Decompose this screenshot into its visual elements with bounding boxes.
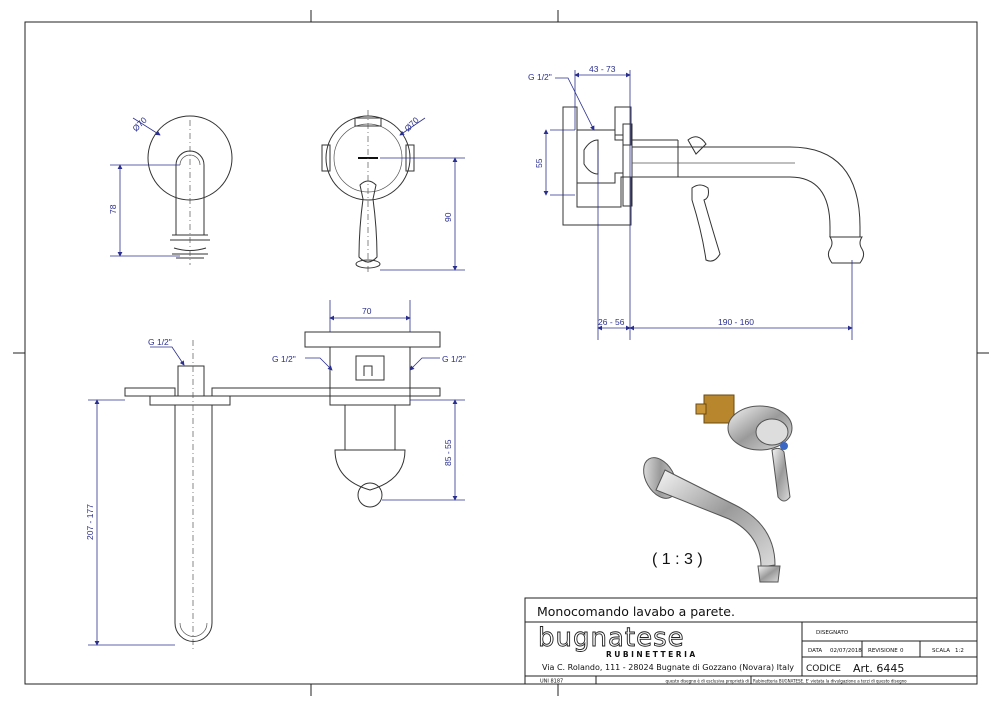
drawn-label: DISEGNATO: [816, 630, 849, 636]
front-view-spout: 78 Ø70: [108, 115, 233, 265]
title-block: Monocomando lavabo a parete. bugnatese R…: [524, 597, 978, 685]
drawing-frame: [13, 10, 989, 696]
side-view: 43 - 73 55 26 - 56 190 - 160 G 1/2": [528, 64, 865, 340]
dim-side-offset: 26 - 56: [598, 317, 625, 327]
revision-label: REVISIONE: [868, 648, 898, 654]
dim-top-depth: 85 - 55: [443, 439, 453, 466]
brand-logo: bugnatese: [538, 623, 685, 653]
ownership-notice-left: questo disegno è di esclusiva proprietà …: [666, 679, 749, 684]
label-side-thread: G 1/2": [528, 72, 552, 82]
dim-spout-diameter: Ø70: [130, 115, 149, 134]
dim-side-depth: 43 - 73: [589, 64, 616, 74]
standard-label: UNI 8187: [540, 679, 563, 685]
revision-value: 0: [900, 648, 904, 654]
label-top-thread-right: G 1/2": [442, 354, 466, 364]
render-scale-label: ( 1 : 3 ): [652, 551, 703, 568]
company-address: Via C. Rolando, 111 - 28024 Bugnate di G…: [542, 663, 794, 672]
dim-handle-diameter: Ø70: [402, 115, 421, 134]
date-value: 02/07/2018: [830, 648, 862, 654]
dim-side-length: 190 - 160: [718, 317, 754, 327]
label-top-thread-left: G 1/2": [272, 354, 296, 364]
dim-handle-height: 90: [443, 212, 453, 222]
front-view-handle: 90 Ø70: [321, 110, 465, 275]
scale-label: SCALA: [932, 648, 950, 654]
brand-subtitle: RUBINETTERIA: [606, 650, 698, 659]
drawing-title: Monocomando lavabo a parete.: [537, 604, 735, 619]
dim-side-height: 55: [534, 158, 544, 168]
dim-spout-height: 78: [108, 204, 118, 214]
scale-value: 1:2: [955, 648, 964, 654]
label-top-thread-spout: G 1/2": [148, 337, 172, 347]
date-label: DATA: [808, 648, 822, 654]
dim-top-spout-length: 207 - 177: [85, 504, 95, 540]
top-view: 70 G 1/2" G 1/2" G 1/2" 85 - 55 207 - 17…: [85, 300, 466, 650]
ownership-notice-right: Rubinetteria BUGNATESE. E' vietata la di…: [753, 679, 907, 684]
code-value: Art. 6445: [853, 662, 904, 675]
code-label: CODICE: [806, 664, 841, 674]
dim-top-width: 70: [362, 306, 372, 316]
product-render: ( 1 : 3 ): [643, 394, 793, 583]
